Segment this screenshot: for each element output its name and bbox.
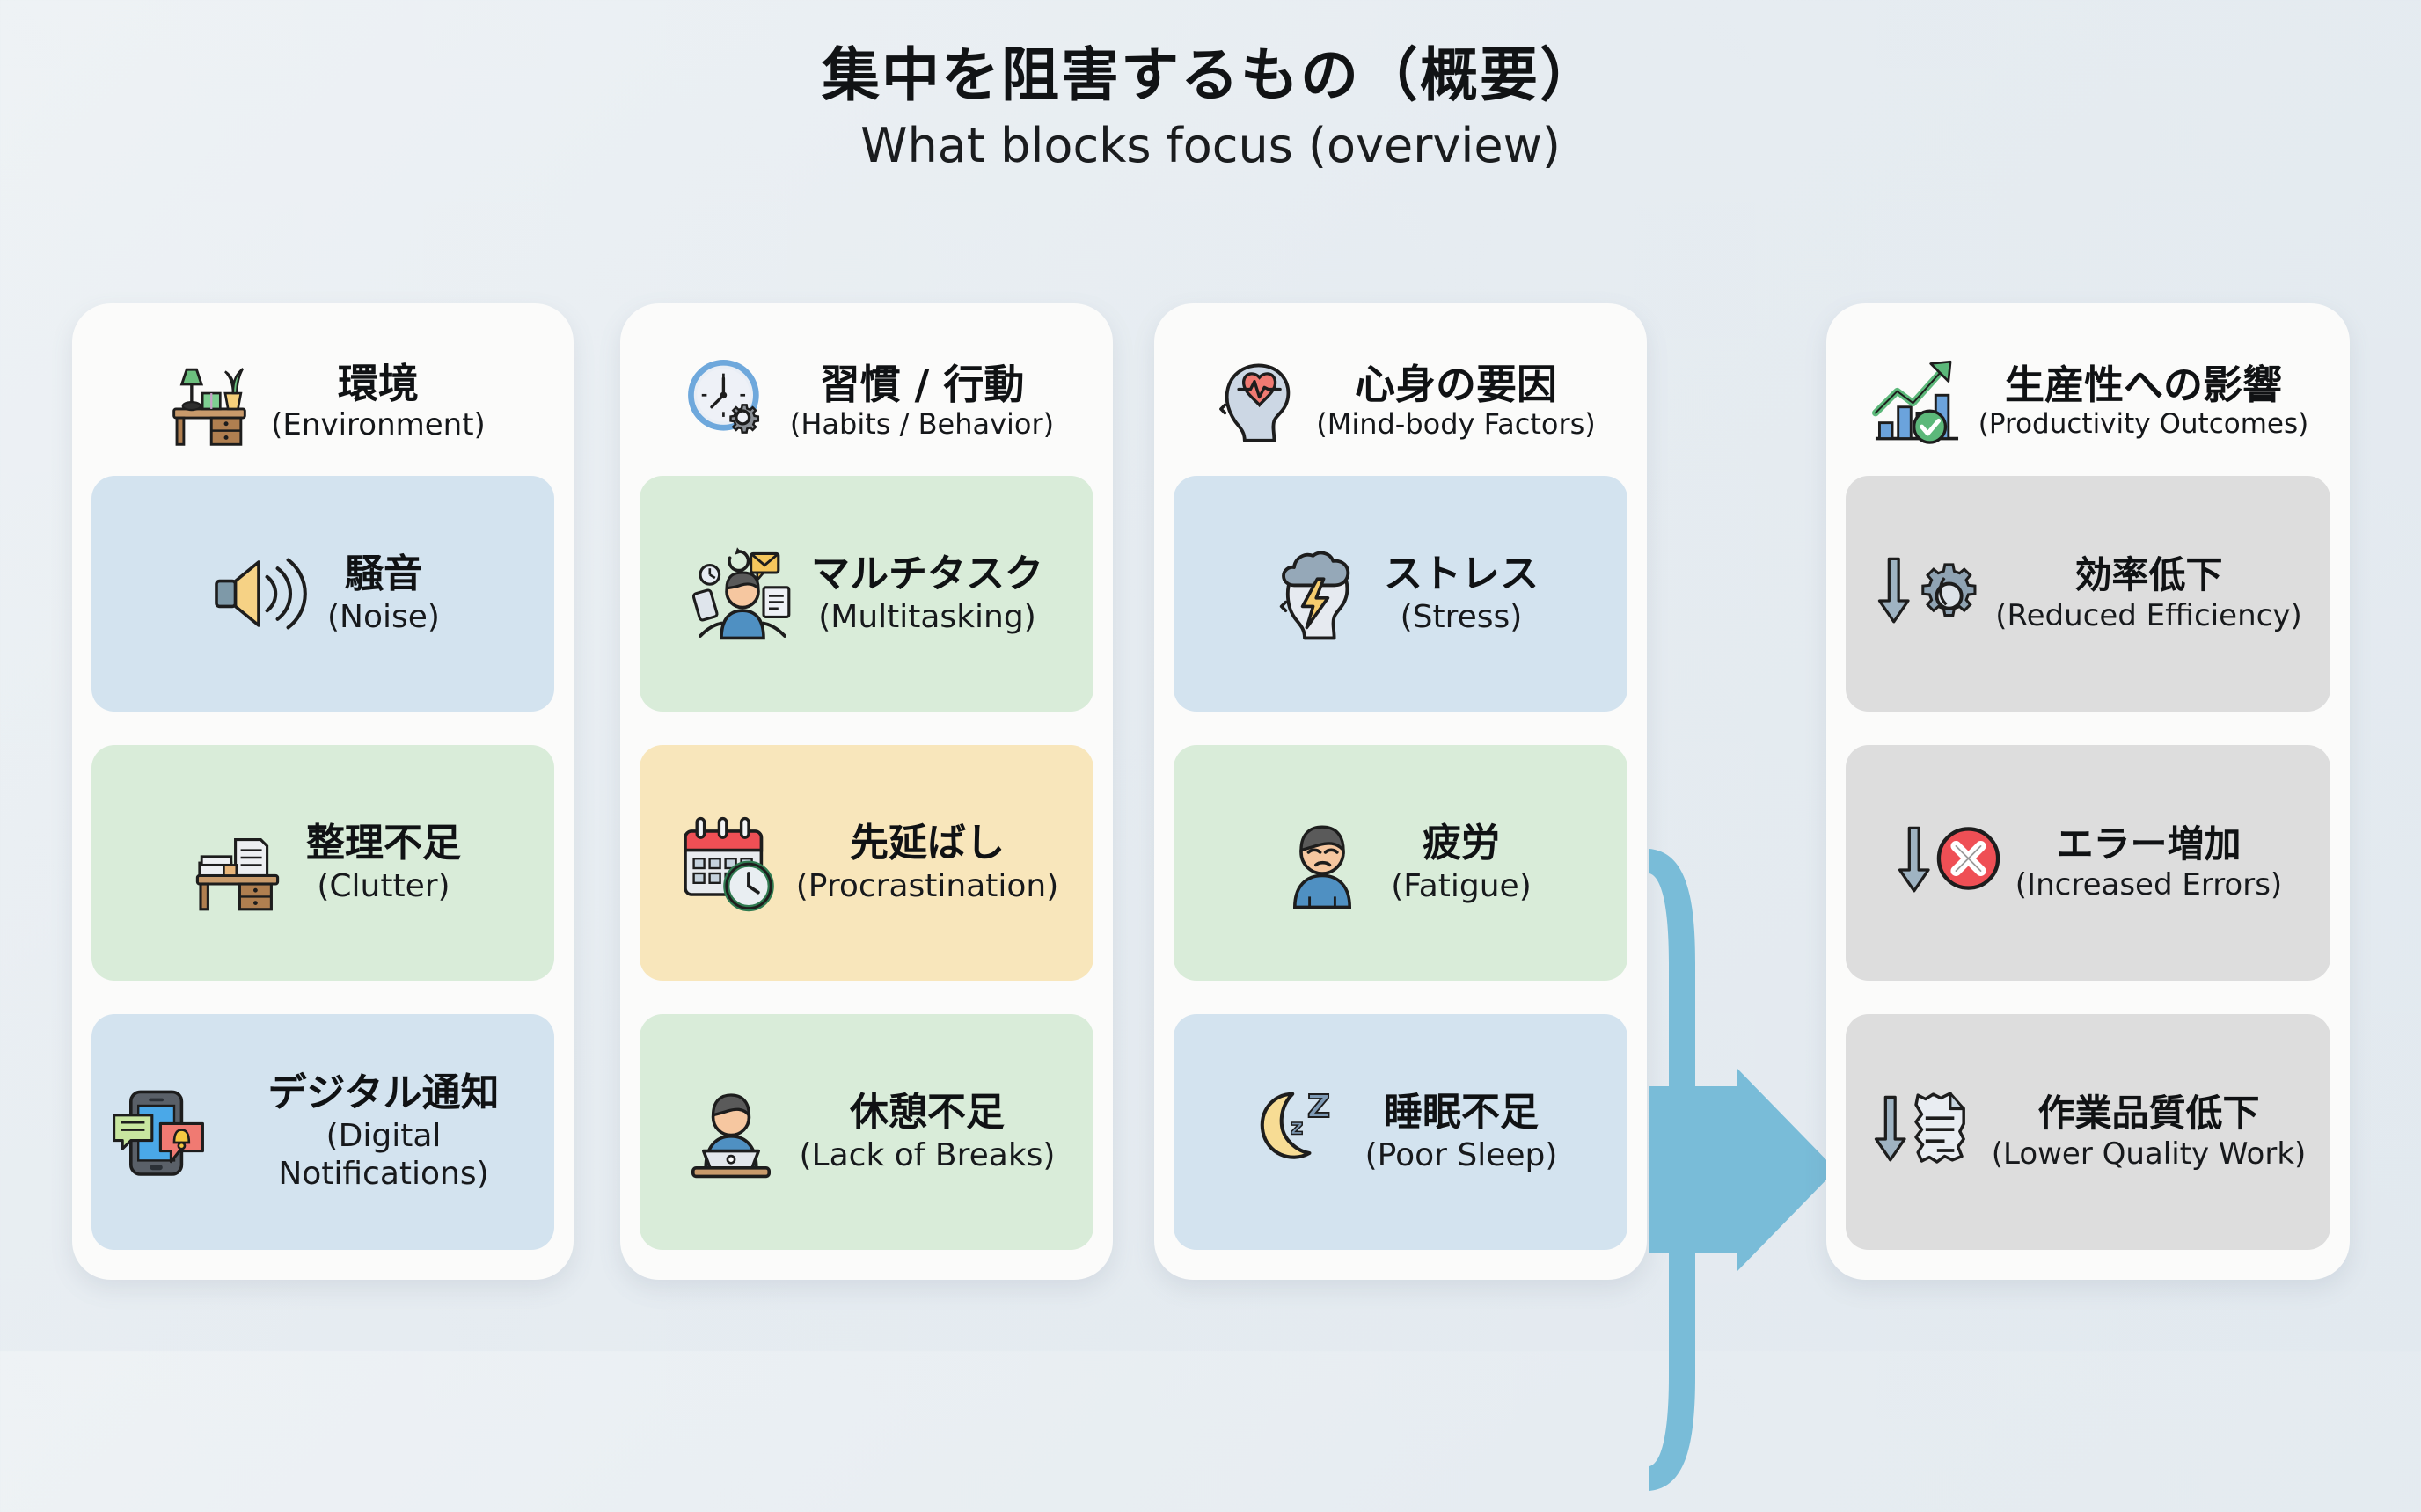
card-increased-errors[interactable]: エラー増加 (Increased Errors) <box>1846 745 2330 981</box>
card-fatigue[interactable]: 疲労 (Fatigue) <box>1174 745 1627 981</box>
growth-chart-check-icon <box>1868 352 1966 450</box>
merge-arrow-to-outcomes <box>1649 831 1839 1508</box>
card-ja: 整理不足 <box>306 821 461 866</box>
card-text-reduced-efficiency: 効率低下 (Reduced Efficiency) <box>1995 553 2301 633</box>
card-text-digital-notifications: デジタル通知 (Digital Notifications) <box>227 1070 540 1193</box>
svg-text:Z: Z <box>1307 1089 1330 1125</box>
card-clutter[interactable]: 整理不足 (Clutter) <box>91 745 554 981</box>
card-ja: 騒音 <box>344 551 422 596</box>
card-ja: 休憩不足 <box>849 1090 1005 1135</box>
panel-mind-body: 心身の要因 (Mind-body Factors) ストレス (Stress) <box>1154 303 1647 1280</box>
panel-header-ja: 環境 <box>337 359 419 407</box>
card-ja: ストレス <box>1384 551 1539 596</box>
card-ja: エラー増加 <box>2056 822 2242 866</box>
card-en: (Lack of Breaks) <box>799 1136 1056 1173</box>
panel-habits-behavior: 習慣 / 行動 (Habits / Behavior) <box>620 303 1113 1280</box>
head-heartbeat-icon <box>1205 352 1304 450</box>
card-list-mind-body: ストレス (Stress) <box>1174 476 1627 1259</box>
panel-header-text-mind-body: 心身の要因 (Mind-body Factors) <box>1316 361 1596 442</box>
card-ja: 睡眠不足 <box>1384 1090 1539 1135</box>
card-poor-sleep[interactable]: Z z 睡眠不足 (Poor Sleep) <box>1174 1014 1627 1250</box>
smartphone-notification-icon <box>106 1079 211 1185</box>
tired-person-icon <box>1269 810 1375 916</box>
card-text-stress: ストレス (Stress) <box>1384 551 1539 636</box>
card-en: (Reduced Efficiency) <box>1995 597 2302 633</box>
card-list-habits: マルチタスク (Multitasking) <box>640 476 1093 1259</box>
card-en: (Lower Quality Work) <box>1991 1136 2307 1172</box>
panel-header-productivity: 生産性への影響 (Productivity Outcomes) <box>1846 326 2330 476</box>
clock-gear-icon <box>679 352 778 450</box>
panel-header-text-habits: 習慣 / 行動 (Habits / Behavior) <box>790 361 1054 442</box>
card-text-increased-errors: エラー増加 (Increased Errors) <box>2015 822 2282 902</box>
loudspeaker-icon <box>206 541 311 646</box>
card-stress[interactable]: ストレス (Stress) <box>1174 476 1627 712</box>
panel-environment: 環境 (Environment) 騒音 (Noise) <box>72 303 574 1280</box>
person-at-laptop-icon <box>678 1079 784 1185</box>
card-en: (Stress) <box>1400 598 1523 635</box>
card-ja: 疲労 <box>1423 821 1500 866</box>
card-en: (Poor Sleep) <box>1364 1136 1558 1173</box>
card-list-outcomes: 効率低下 (Reduced Efficiency) エラー増加 (Increas… <box>1846 476 2330 1259</box>
panel-productivity-outcomes: 生産性への影響 (Productivity Outcomes) <box>1826 303 2350 1280</box>
down-arrow-red-x-icon <box>1894 810 2000 916</box>
panel-header-en: (Mind-body Factors) <box>1316 407 1596 442</box>
panel-header-text-environment: 環境 (Environment) <box>271 360 486 442</box>
card-ja: 作業品質低下 <box>2037 1092 2260 1136</box>
page-title-en: What blocks focus (overview) <box>860 117 1561 173</box>
desk-lamp-plant-icon <box>160 352 259 450</box>
card-en: (Digital Notifications) <box>278 1118 489 1193</box>
panel-header-mind-body: 心身の要因 (Mind-body Factors) <box>1174 326 1627 476</box>
panel-header-habits: 習慣 / 行動 (Habits / Behavior) <box>640 326 1093 476</box>
card-text-lack-of-breaks: 休憩不足 (Lack of Breaks) <box>800 1090 1056 1174</box>
calendar-clock-icon <box>675 810 780 916</box>
panel-header-en: (Productivity Outcomes) <box>1978 408 2309 441</box>
card-en: (Procrastination) <box>795 867 1059 904</box>
card-lower-quality-work[interactable]: 作業品質低下 (Lower Quality Work) <box>1846 1014 2330 1250</box>
panel-header-ja: 心身の要因 <box>1354 360 1557 408</box>
panel-header-text-productivity: 生産性への影響 (Productivity Outcomes) <box>1978 362 2308 441</box>
card-text-procrastination: 先延ばし (Procrastination) <box>796 821 1059 905</box>
card-lack-of-breaks[interactable]: 休憩不足 (Lack of Breaks) <box>640 1014 1093 1250</box>
card-ja: 効率低下 <box>2074 553 2223 597</box>
card-ja: デジタル通知 <box>267 1070 500 1116</box>
card-procrastination[interactable]: 先延ばし (Procrastination) <box>640 745 1093 981</box>
card-en: (Noise) <box>327 598 440 635</box>
card-list-environment: 騒音 (Noise) <box>91 476 554 1259</box>
messy-desk-papers-icon <box>185 810 290 916</box>
page-title: 集中を阻害するもの（概要） What blocks focus (overvie… <box>0 42 2421 175</box>
svg-text:z: z <box>1290 1114 1303 1139</box>
card-text-multitasking: マルチタスク (Multitasking) <box>811 551 1043 636</box>
down-arrow-gear-icon <box>1874 541 1979 646</box>
crescent-moon-zzz-icon: Z z <box>1244 1079 1349 1185</box>
card-ja: マルチタスク <box>811 551 1043 596</box>
person-juggling-tasks-icon <box>690 541 795 646</box>
down-arrow-torn-document-icon <box>1870 1079 1976 1185</box>
head-storm-cloud-lightning-icon <box>1262 541 1368 646</box>
card-text-poor-sleep: 睡眠不足 (Poor Sleep) <box>1365 1090 1558 1174</box>
card-multitasking[interactable]: マルチタスク (Multitasking) <box>640 476 1093 712</box>
card-reduced-efficiency[interactable]: 効率低下 (Reduced Efficiency) <box>1846 476 2330 712</box>
card-noise[interactable]: 騒音 (Noise) <box>91 476 554 712</box>
card-text-fatigue: 疲労 (Fatigue) <box>1391 821 1532 905</box>
card-ja: 先延ばし <box>849 821 1005 866</box>
card-en: (Multitasking) <box>818 598 1036 635</box>
card-text-lower-quality-work: 作業品質低下 (Lower Quality Work) <box>1992 1092 2307 1172</box>
card-en: (Clutter) <box>317 867 450 904</box>
card-text-clutter: 整理不足 (Clutter) <box>306 821 461 905</box>
panel-header-environment: 環境 (Environment) <box>91 326 554 476</box>
diagram-board: 環境 (Environment) 騒音 (Noise) <box>0 303 2421 1491</box>
panel-header-en: (Environment) <box>271 407 486 443</box>
page-title-ja: 集中を阻害するもの（概要） <box>822 41 1599 109</box>
card-en: (Increased Errors) <box>2015 866 2283 902</box>
panel-header-ja: 習慣 / 行動 <box>819 360 1025 408</box>
card-en: (Fatigue) <box>1391 867 1532 904</box>
panel-header-en: (Habits / Behavior) <box>789 407 1055 442</box>
card-digital-notifications[interactable]: デジタル通知 (Digital Notifications) <box>91 1014 554 1250</box>
panel-header-ja: 生産性への影響 <box>2004 362 2282 409</box>
card-text-noise: 騒音 (Noise) <box>327 551 440 636</box>
